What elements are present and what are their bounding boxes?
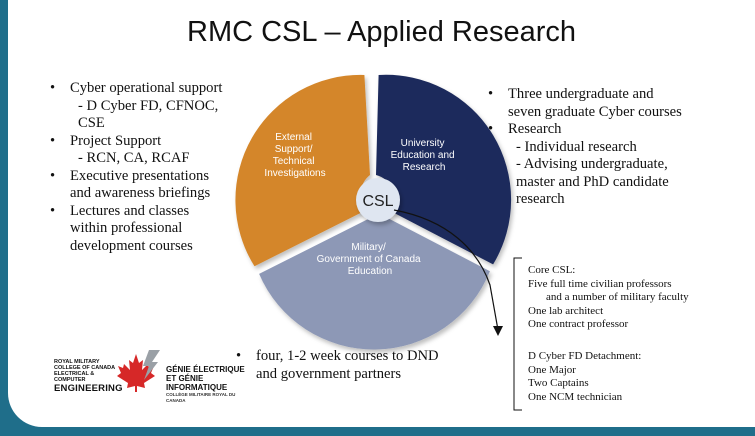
left-list-item: Executive presentations: [48, 168, 268, 186]
right-list-item: - Advising undergraduate,: [516, 156, 668, 172]
connector-arrow: [493, 326, 503, 336]
center-label: CSL: [362, 193, 393, 210]
core-csl-block: Core CSL: Five full time civilian profes…: [528, 264, 748, 332]
slide: RMC CSL – Applied Research Cyber operati…: [8, 0, 755, 427]
logo-small-line-1: ROYAL MILITARY COLLEGE OF CANADA: [54, 359, 116, 371]
connector-curve: [393, 209, 499, 331]
logo2-line-2: ET GÉNIE INFORMATIQUE: [166, 374, 228, 392]
detachment-item: Two Captains: [528, 377, 589, 390]
rmc-engineering-logo: ROYAL MILITARY COLLEGE OF CANADA ELECTRI…: [54, 359, 124, 394]
svg-text:University Education and: University Education and Research: [391, 138, 458, 173]
right-list-item: research: [516, 191, 565, 207]
logo-small-line-2: ELECTRICAL & COMPUTER: [54, 371, 95, 383]
military-line-1: Military/: [351, 242, 386, 253]
left-list-item: CSE: [78, 115, 105, 131]
svg-text:Military/ Government of: Military/ Government of Canada Education: [317, 242, 424, 277]
logo-big-text: ENGINEERING: [54, 383, 123, 394]
bottom-list-item: and government partners: [256, 365, 402, 382]
core-csl-item: One contract professor: [528, 318, 629, 331]
logo2-line-1: GÉNIE ÉLECTRIQUE: [166, 365, 245, 374]
left-list-item: Project Support: [48, 133, 268, 151]
external-line-3: Technical: [273, 156, 315, 167]
bottom-list-item: four, 1-2 week courses to DND: [234, 348, 474, 366]
university-line-1: University: [401, 138, 445, 149]
segment-university-education: [376, 74, 512, 265]
right-list-item: Research: [486, 121, 746, 139]
left-list-item: development courses: [70, 237, 193, 254]
military-line-2: Government of Canada: [317, 254, 421, 265]
detachment-block: D Cyber FD Detachment: One Major Two Cap…: [528, 350, 748, 404]
detachment-item: One NCM technician: [528, 390, 623, 403]
right-list-item: seven graduate Cyber courses: [508, 103, 682, 120]
slide-title: RMC CSL – Applied Research: [187, 16, 576, 48]
right-list-item: - Individual research: [516, 138, 637, 155]
right-list-item: Three undergraduate and: [486, 86, 746, 104]
core-csl-heading: Core CSL:: [528, 264, 576, 276]
canada-leaf-logo: [117, 350, 160, 392]
segment-external-support: [235, 74, 370, 267]
university-line-2: Education and: [391, 150, 455, 161]
military-line-3: Education: [348, 266, 392, 277]
left-bullet-list: Cyber operational support- D Cyber FD, C…: [48, 80, 268, 255]
csl-pie-diagram: CSL External Support/ Technical Investig…: [117, 74, 522, 411]
core-csl-item: and a number of military faculty: [546, 291, 689, 304]
right-list-item: master and PhD candidate: [516, 173, 669, 190]
detachment-item: One Major: [528, 363, 576, 376]
detachment-heading: D Cyber FD Detachment:: [528, 350, 642, 362]
left-list-item: Lectures and classes: [48, 203, 268, 221]
logo2-line-3: COLLÈGE MILITAIRE ROYAL DU CANADA: [166, 392, 236, 403]
genie-electrique-logo: GÉNIE ÉLECTRIQUE ET GÉNIE INFORMATIQUE C…: [166, 365, 256, 404]
external-line-4: Investigations: [264, 168, 325, 179]
center-circle: [356, 178, 400, 222]
left-list-item: and awareness briefings: [70, 185, 211, 201]
external-line-1: External: [275, 132, 312, 143]
left-list-item: - D Cyber FD, CFNOC,: [78, 97, 219, 114]
info-bracket: [513, 257, 522, 411]
left-list-item: within professional: [70, 220, 183, 236]
university-line-3: Research: [403, 162, 446, 173]
core-csl-item: Five full time civilian professors: [528, 277, 672, 290]
segment-military-education: [259, 217, 490, 350]
svg-text:External Support/: External Support/ Technical Investigatio…: [264, 132, 325, 179]
left-list-item: - RCN, CA, RCAF: [78, 150, 190, 166]
left-list-item: Cyber operational support: [48, 80, 268, 98]
external-line-2: Support/: [275, 144, 313, 155]
core-csl-item: One lab architect: [528, 304, 604, 317]
